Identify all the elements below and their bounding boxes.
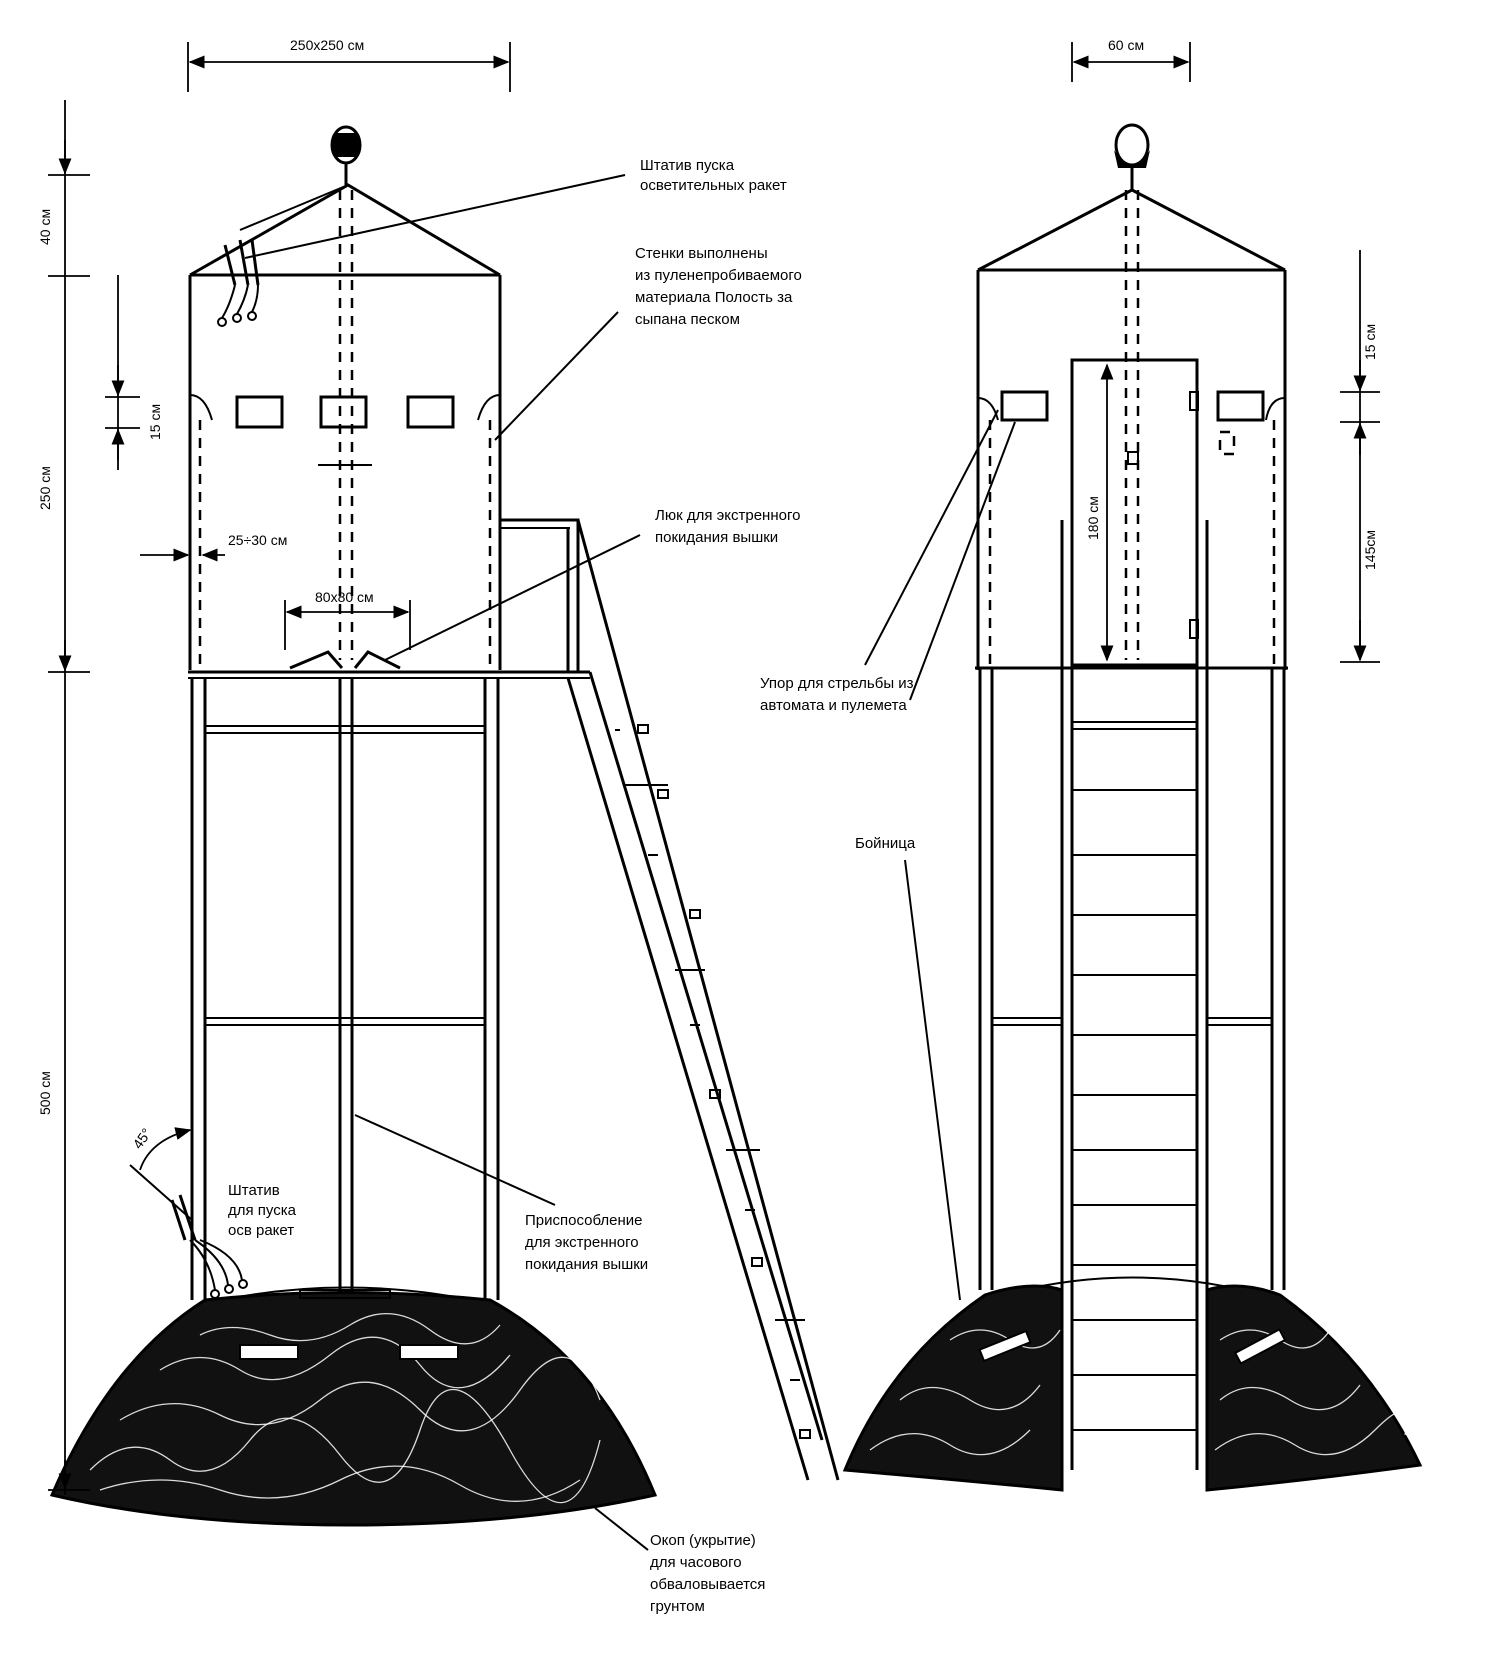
- callout-flare-mount-bottom: Штатив для пуска осв ракет: [228, 1182, 300, 1239]
- leader-loophole: [904, 859, 961, 1301]
- left-loophole-1: [235, 395, 284, 429]
- callout-escape-device: Приспособление для экстренного покидания…: [525, 1212, 648, 1273]
- right-loophole-left: [1000, 390, 1049, 422]
- right-loophole-height-label: 15 см: [1362, 324, 1378, 360]
- left-flare-mount-top: [217, 239, 260, 327]
- leader-flare-top: [244, 174, 626, 259]
- right-trench-mounds: [842, 1276, 1423, 1492]
- right-ladder: [1071, 721, 1198, 1431]
- left-width-label: 250x250 см: [290, 37, 364, 53]
- roof-height-label: 40 см: [37, 209, 53, 245]
- right-door: [1070, 358, 1199, 667]
- callout-flare-mount-top: Штатив пуска осветительных ракет: [640, 157, 787, 194]
- hatch-size-label: 80x80 см: [315, 589, 374, 605]
- left-searchlight: [330, 125, 362, 185]
- right-width-label: 60 см: [1108, 37, 1144, 53]
- callout-loophole: Бойница: [855, 835, 916, 852]
- support-height-label: 500 см: [37, 1071, 53, 1115]
- angle-label: 45°: [129, 1125, 154, 1152]
- leader-firing-rest-1: [864, 409, 999, 666]
- cabin-height-label: 250 см: [37, 466, 53, 510]
- left-dimensions: [48, 42, 511, 1495]
- wall-height-label: 145см: [1362, 530, 1378, 570]
- left-loophole-height-label: 15 см: [147, 404, 163, 440]
- leader-trench: [594, 1507, 649, 1551]
- callout-hatch: Люк для экстренного покидания вышки: [655, 507, 805, 546]
- callout-walls: Стенки выполнены из пуленепробиваемого м…: [635, 245, 806, 328]
- left-loophole-3: [406, 395, 455, 429]
- right-dimensions: [1071, 42, 1380, 663]
- leader-firing-rest-2: [909, 421, 1016, 701]
- left-trench-mound: [49, 1286, 658, 1527]
- left-loophole-2: [319, 395, 368, 429]
- callout-firing-rest: Упор для стрельбы из автомата и пулемета: [760, 675, 918, 714]
- callout-trench: Окоп (укрытие) для часового обваловывает…: [650, 1532, 770, 1615]
- left-roof: [189, 183, 501, 277]
- right-loophole-right: [1216, 390, 1265, 422]
- left-hatch: [289, 650, 344, 670]
- left-ladder: [566, 519, 840, 1481]
- wall-thickness-label: 25÷30 см: [228, 532, 287, 548]
- right-tower: [842, 123, 1423, 1492]
- left-flare-mount-bottom: [129, 1164, 248, 1299]
- door-height-label: 180 см: [1085, 496, 1101, 540]
- left-tower: [49, 125, 840, 1527]
- right-roof: [977, 188, 1286, 272]
- leader-escape: [354, 1114, 556, 1206]
- leader-walls: [494, 311, 619, 441]
- leader-hatch: [384, 534, 641, 661]
- right-searchlight: [1114, 123, 1150, 190]
